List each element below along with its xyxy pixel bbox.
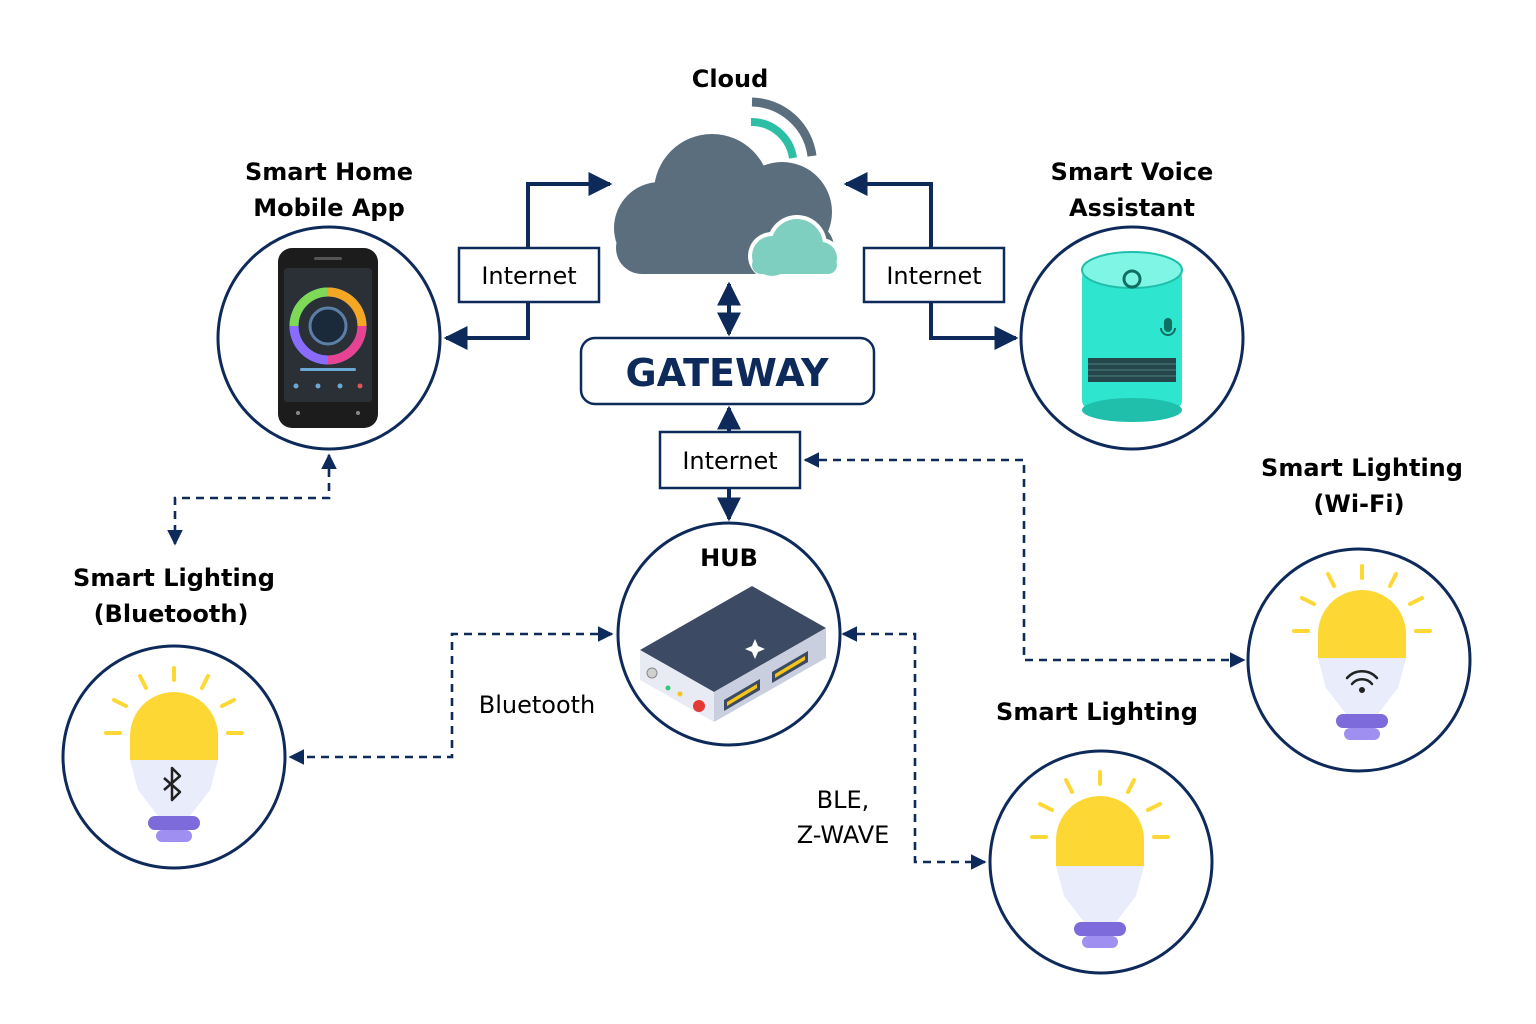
mobile-app-title-line1: Smart Home <box>245 158 413 186</box>
ble-zwave-label-line2: Z-WAVE <box>797 821 890 849</box>
internet-to-assistant-arrow <box>929 302 1019 350</box>
gateway-node: GATEWAY <box>579 336 876 406</box>
bluetooth-light-title-line1: Smart Lighting <box>73 564 275 592</box>
ble-zwave-label-line1: BLE, <box>817 786 870 814</box>
hub-smart-light-link <box>841 626 987 870</box>
cloud-title: Cloud <box>692 65 769 93</box>
internet-box-right: Internet <box>862 246 1006 304</box>
internet-to-app-arrow <box>443 302 530 350</box>
solid-connectors <box>443 172 1019 522</box>
wifi-light-node: Smart Lighting (Wi-Fi) <box>1246 454 1472 773</box>
internet-wifi-light-link <box>803 452 1246 668</box>
smart-light-title: Smart Lighting <box>996 698 1198 726</box>
app-to-cloud-arrow <box>526 172 613 248</box>
bluetooth-link-label: Bluetooth <box>479 691 596 719</box>
wifi-light-title-line2: (Wi-Fi) <box>1313 490 1404 518</box>
cloud-node: Cloud <box>614 65 841 280</box>
smartphone-icon <box>278 248 378 428</box>
smart-light-node: Smart Lighting <box>988 698 1214 975</box>
wifi-signal-icon <box>750 97 817 159</box>
dashed-connectors <box>167 452 1246 870</box>
mobile-app-title-line2: Mobile App <box>253 194 405 222</box>
bluetooth-light-node: Smart Lighting (Bluetooth) <box>61 564 287 870</box>
voice-assistant-title-line1: Smart Voice <box>1051 158 1214 186</box>
cloud-icon <box>614 134 841 280</box>
internet-label-right: Internet <box>886 262 981 290</box>
hub-bluetooth-light-link <box>288 626 614 765</box>
internet-box-left: Internet <box>457 246 601 304</box>
internet-box-center: Internet <box>658 430 802 490</box>
light-bulb-icon <box>1030 770 1170 948</box>
light-bulb-wifi-icon <box>1292 564 1432 740</box>
gateway-title: GATEWAY <box>625 351 829 395</box>
voice-assistant-node: Smart Voice Assistant <box>1019 158 1245 451</box>
assistant-to-cloud-arrow <box>843 172 933 248</box>
smart-speaker-icon <box>1081 251 1183 422</box>
voice-assistant-title-line2: Assistant <box>1069 194 1195 222</box>
mobile-app-node: Smart Home Mobile App <box>216 158 442 451</box>
bluetooth-light-title-line2: (Bluetooth) <box>94 600 249 628</box>
internet-label-left: Internet <box>481 262 576 290</box>
app-bluetooth-light-link <box>167 453 337 546</box>
hub-node: HUB <box>616 521 842 747</box>
router-hub-icon <box>640 586 826 722</box>
hub-title: HUB <box>700 544 758 572</box>
wifi-light-title-line1: Smart Lighting <box>1261 454 1463 482</box>
light-bulb-bluetooth-icon <box>104 666 244 842</box>
internet-label-center: Internet <box>682 447 777 475</box>
